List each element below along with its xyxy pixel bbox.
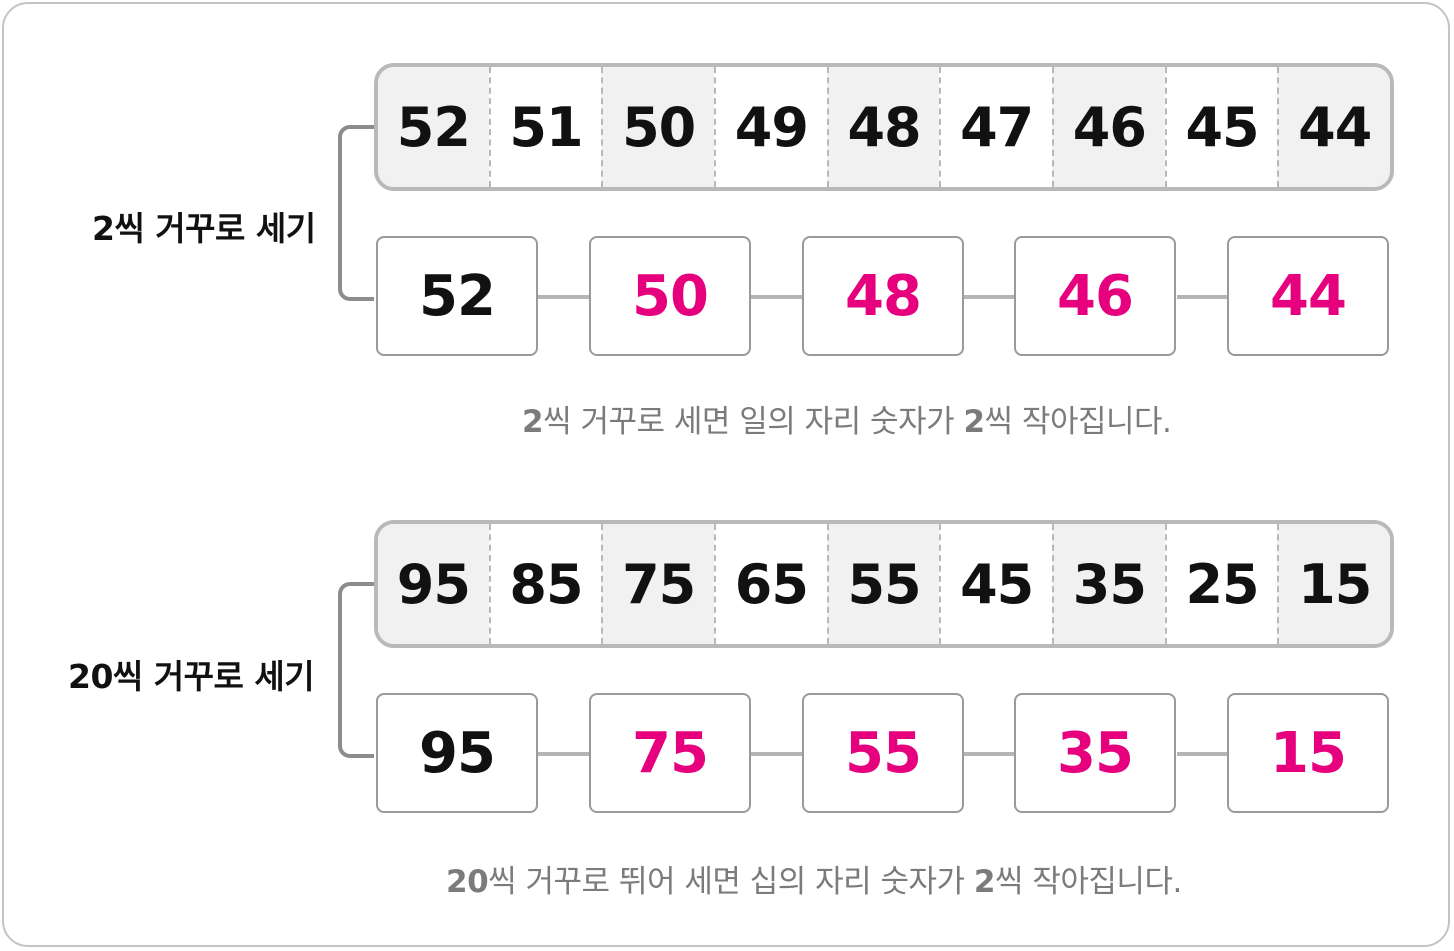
caption-text: 씩 거꾸로 뛰어 세면 십의 자리 숫자가 bbox=[488, 864, 974, 900]
connector-line bbox=[964, 295, 1016, 299]
connector-line bbox=[751, 295, 803, 299]
strip-cell: 45 bbox=[939, 524, 1052, 644]
strip-cell: 15 bbox=[1277, 524, 1390, 644]
caption-text: 씩 작아집니다. bbox=[984, 404, 1172, 440]
count-box: 15 bbox=[1227, 693, 1389, 813]
caption-text: 씩 작아집니다. bbox=[995, 864, 1182, 900]
strip-cell: 46 bbox=[1052, 67, 1165, 187]
strip-cell: 55 bbox=[826, 524, 940, 644]
strip-cell: 52 bbox=[378, 67, 489, 187]
strip-cell: 85 bbox=[488, 524, 602, 644]
count-box: 95 bbox=[376, 693, 538, 813]
strip-cell: 51 bbox=[488, 67, 602, 187]
strip-cell: 25 bbox=[1164, 524, 1278, 644]
connector-line bbox=[1177, 752, 1229, 756]
strip-cell: 44 bbox=[1277, 67, 1390, 187]
strip-cell: 75 bbox=[601, 524, 715, 644]
bracket bbox=[338, 582, 374, 758]
strip-cell: 47 bbox=[939, 67, 1052, 187]
count-box: 46 bbox=[1014, 236, 1176, 356]
strip-cell: 45 bbox=[1164, 67, 1278, 187]
bracket bbox=[338, 125, 374, 301]
section-label: 2씩 거꾸로 세기 bbox=[92, 209, 316, 248]
caption: 20씩 거꾸로 뛰어 세면 십의 자리 숫자가 2씩 작아집니다. bbox=[446, 856, 1182, 901]
connector-line bbox=[538, 295, 590, 299]
count-box: 35 bbox=[1014, 693, 1176, 813]
caption-step: 2 bbox=[963, 404, 985, 440]
strip-cell: 65 bbox=[714, 524, 827, 644]
connector-line bbox=[964, 752, 1016, 756]
section-label: 20씩 거꾸로 세기 bbox=[68, 657, 315, 696]
strip-cell: 49 bbox=[714, 67, 827, 187]
connector-line bbox=[538, 752, 590, 756]
count-box: 75 bbox=[589, 693, 751, 813]
caption-step: 20 bbox=[446, 864, 489, 900]
strip-cell: 95 bbox=[378, 524, 489, 644]
count-box: 50 bbox=[589, 236, 751, 356]
number-strip: 95 85 75 65 55 45 35 25 15 bbox=[374, 520, 1394, 648]
count-box: 48 bbox=[802, 236, 964, 356]
connector-line bbox=[1177, 295, 1229, 299]
strip-cell: 48 bbox=[826, 67, 940, 187]
count-box: 55 bbox=[802, 693, 964, 813]
caption-step: 2 bbox=[973, 864, 996, 900]
strip-cell: 35 bbox=[1052, 524, 1165, 644]
number-strip: 52 51 50 49 48 47 46 45 44 bbox=[374, 63, 1394, 191]
caption-text: 씩 거꾸로 세면 일의 자리 숫자가 bbox=[543, 404, 964, 440]
count-box: 44 bbox=[1227, 236, 1389, 356]
caption-step: 2 bbox=[522, 404, 544, 440]
connector-line bbox=[751, 752, 803, 756]
count-box: 52 bbox=[376, 236, 538, 356]
strip-cell: 50 bbox=[601, 67, 715, 187]
caption: 2씩 거꾸로 세면 일의 자리 숫자가 2씩 작아집니다. bbox=[522, 396, 1172, 441]
